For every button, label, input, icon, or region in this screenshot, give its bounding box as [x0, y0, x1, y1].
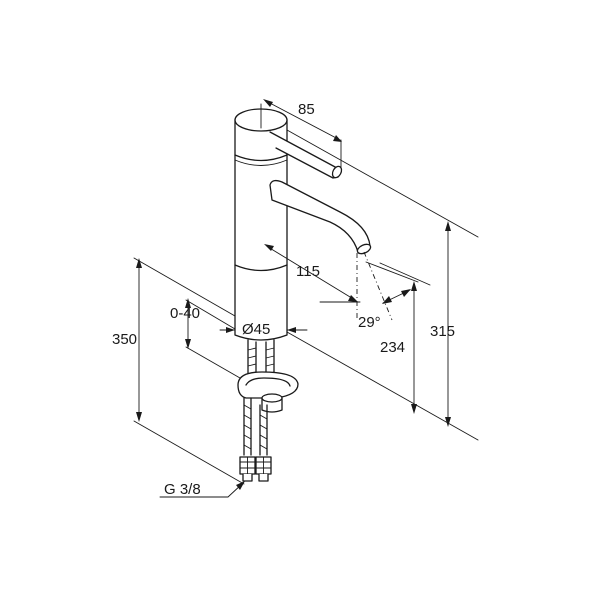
label-connection-thread: G 3/8: [164, 481, 201, 498]
dimension-total-height: 315: [286, 129, 479, 441]
dimension-spout-angle: 29°: [356, 251, 419, 331]
dimension-spout-reach: 115: [264, 244, 361, 303]
callout-connection-thread: G 3/8: [159, 481, 245, 498]
label-body-diameter: Ø45: [242, 321, 270, 338]
spout: [269, 179, 372, 255]
label-spout-reach: 115: [296, 263, 320, 280]
dimension-mount-thickness: 0-40: [170, 298, 241, 379]
label-hose-length: 350: [112, 331, 137, 348]
label-handle-length: 85: [298, 101, 315, 118]
handle-lever: [269, 131, 343, 179]
label-total-height: 315: [430, 323, 455, 340]
label-mount-thickness: 0-40: [170, 305, 200, 322]
dimension-handle-length: 85: [260, 99, 342, 169]
label-spout-angle: 29°: [358, 314, 381, 331]
dimension-spout-height: 234: [379, 262, 431, 414]
mounting-assembly: [237, 339, 299, 482]
dimension-hose-length: 350: [112, 257, 245, 485]
label-spout-height: 234: [380, 339, 405, 356]
dimension-body-diameter: Ø45: [219, 321, 308, 338]
